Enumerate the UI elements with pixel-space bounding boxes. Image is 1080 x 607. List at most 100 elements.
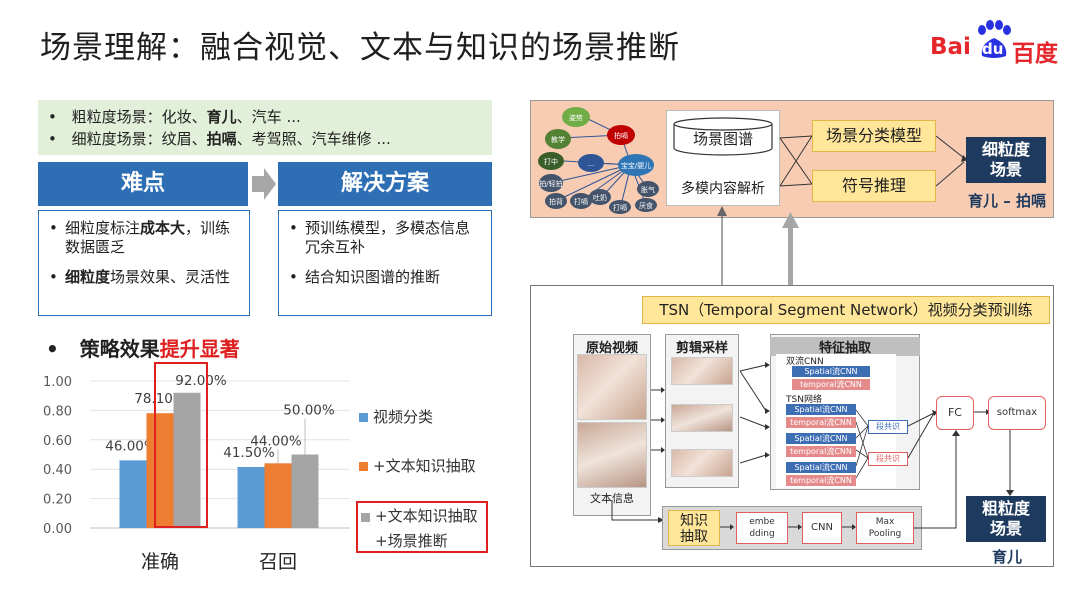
logo-text-cn: 百度 <box>1012 41 1058 67</box>
y-tick-label: 0.40 <box>43 463 72 478</box>
data-label: 46.00% <box>105 438 157 454</box>
video-frame-image <box>577 422 647 488</box>
video-frame-image <box>577 354 647 420</box>
spatial-cnn-block: Spatial流CNN <box>786 404 856 415</box>
spatial-cnn-block: Spatial流CNN <box>792 366 870 377</box>
fine-grained-scene-box: 细粒度 场景 <box>966 137 1046 183</box>
bar <box>119 460 147 528</box>
raw-video-label: 原始视频 <box>585 341 638 356</box>
graph-node-label: 打嗝 <box>613 203 627 212</box>
data-label: 50.00% <box>283 403 335 419</box>
graph-node-label: 教学 <box>551 135 565 144</box>
arrow-right-icon <box>788 524 802 530</box>
graph-node-label: 姿势 <box>569 113 583 122</box>
strategy-heading: • 策略效果提升显著 <box>46 337 240 361</box>
coarse-grained-caption: 育儿 <box>992 548 1023 566</box>
temporal-cnn-block: temporal流CNN <box>786 475 856 486</box>
right-arrow-icon <box>252 168 276 200</box>
bar <box>173 392 201 528</box>
graph-node-label: 拍嗝 <box>614 131 628 140</box>
temporal-cnn-block: temporal流CNN <box>792 379 870 390</box>
chart-legend: 视频分类 +文本知识抽取 <box>355 400 495 560</box>
arrow-elbow-icon <box>611 500 664 523</box>
graph-node-label: 拍背 <box>549 197 563 206</box>
y-tick-label: 0.20 <box>43 493 72 508</box>
scene-type-fine: • 细粒度场景：纹眉、拍嗝、考驾照、汽车维修 ... <box>48 130 391 148</box>
connector-arrows-icon <box>717 206 799 286</box>
graph-node-label: 吐奶 <box>593 193 607 202</box>
legend-swatch <box>359 413 368 422</box>
text-info-label: 文本信息 <box>590 492 634 505</box>
tsn-banner: TSN（Temporal Segment Network）视频分类预训练 <box>642 296 1050 324</box>
sampled-frame-image <box>671 449 733 477</box>
arrows-icon <box>740 362 770 464</box>
temporal-cnn-block: temporal流CNN <box>786 446 856 457</box>
spatial-cnn-block: Spatial流CNN <box>786 433 856 444</box>
sampled-frame-image <box>671 357 733 385</box>
data-label: 44.00% <box>250 433 302 449</box>
cnn-box: CNN <box>802 512 842 544</box>
feature-extract-label: 特征抽取 <box>770 337 920 356</box>
graph-node-label: 厌食 <box>639 201 653 210</box>
multimodal-label: 多模内容解析 <box>681 181 765 197</box>
bar <box>264 463 292 528</box>
logo-text-du: du <box>982 40 1004 58</box>
y-tick-label: 0.00 <box>43 522 72 537</box>
scene-classifier-box: 场景分类模型 <box>812 120 936 152</box>
y-tick-label: 0.60 <box>43 434 72 449</box>
paw-icon <box>978 20 1011 58</box>
solution-item: •预训练模型，多模态信息冗余互补 <box>289 219 471 256</box>
scene-types-box: • 粗粒度场景：化妆、育儿、汽车 ... • 细粒度场景：纹眉、拍嗝、考驾照、汽… <box>38 100 492 155</box>
legend-label: +文本知识抽取 <box>375 507 478 525</box>
bar <box>291 454 319 528</box>
solution-header: 解决方案 <box>278 162 492 206</box>
legend-highlight-box: +文本知识抽取 +场景推断 <box>356 501 488 553</box>
cross-arrows-icon <box>780 133 816 187</box>
clip-sample-label: 剪辑采样 <box>675 341 728 356</box>
graph-node-label: 宝宝/婴儿 <box>621 161 651 170</box>
solution-content: •预训练模型，多模态信息冗余互补 •结合知识图谱的推断 <box>278 210 492 316</box>
baidu-logo: Bai du 百度 <box>930 20 1060 67</box>
data-label: 92.00% <box>175 373 227 389</box>
database-icon <box>673 117 773 156</box>
legend-label: +场景推断 <box>375 532 448 550</box>
two-stream-label: 双流CNN <box>786 357 824 367</box>
results-bar-chart: 0.000.200.400.600.801.0046.00%78.10%92.0… <box>43 373 350 573</box>
legend-label: 视频分类 <box>373 408 434 426</box>
arrows-icon <box>856 409 869 479</box>
coarse-grained-scene-box: 粗粒度 场景 <box>966 496 1046 542</box>
sampled-frame-image <box>671 404 733 432</box>
difficulty-header: 难点 <box>38 162 248 206</box>
merge-arrows-icon <box>936 135 968 187</box>
embedding-box: embe dding <box>736 512 788 544</box>
consensus-block: 段共识 <box>868 452 908 466</box>
tsn-net-label: TSN网络 <box>786 395 822 405</box>
graph-node-label: 打中 <box>544 157 558 166</box>
arrows-icon <box>651 387 665 453</box>
scene-type-coarse: • 粗粒度场景：化妆、育儿、汽车 ... <box>48 108 301 126</box>
logo-text-bai: Bai <box>930 34 971 60</box>
graph-node-label: ... <box>588 160 595 168</box>
max-pooling-box: Max Pooling <box>856 512 914 544</box>
graph-node-label: 胀气 <box>641 185 655 194</box>
x-tick-label: 准确 <box>141 551 179 573</box>
bar <box>146 413 174 528</box>
spatial-cnn-block: Spatial流CNN <box>786 462 856 473</box>
legend-swatch <box>359 462 368 471</box>
symbolic-reasoning-box: 符号推理 <box>812 170 936 202</box>
data-label: 78.10% <box>134 391 186 407</box>
arrow-right-icon <box>842 524 856 530</box>
slide-title: 场景理解：融合视觉、文本与知识的场景推断 <box>40 30 680 66</box>
bar <box>237 466 265 528</box>
graph-node-label: 拍/轻拍 <box>539 179 562 188</box>
fc-layer-box: FC <box>936 396 974 430</box>
data-label: 41.50% <box>223 445 275 461</box>
y-tick-label: 0.80 <box>43 404 72 419</box>
x-tick-label: 召回 <box>259 551 297 573</box>
arrow-elbow-icon <box>914 430 960 529</box>
kg-label: 场景图谱 <box>692 130 753 148</box>
highlight-box <box>154 362 208 528</box>
difficulty-item: •细粒度场景效果、灵活性 <box>49 268 231 286</box>
softmax-box: softmax <box>988 396 1046 430</box>
legend-label: +文本知识抽取 <box>373 457 476 475</box>
